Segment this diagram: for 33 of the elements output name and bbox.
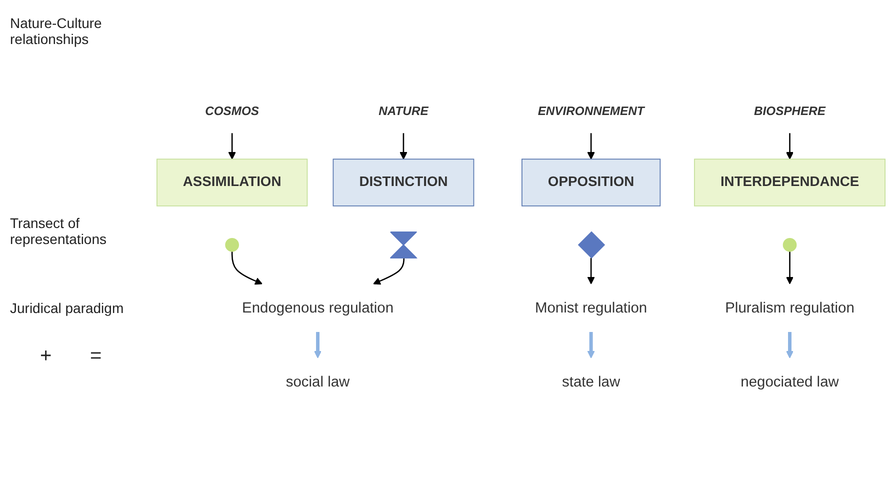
node-circle <box>225 238 239 252</box>
axis-label: Juridical paradigm <box>10 300 125 316</box>
operator-sign: = <box>90 345 103 368</box>
arrow <box>231 251 262 285</box>
arrow <box>373 258 405 285</box>
arrow <box>587 332 595 358</box>
node-text: Endogenous regulation <box>242 299 394 316</box>
node-text: ENVIRONNEMENT <box>538 104 644 118</box>
node-text: Monist regulation <box>534 299 648 316</box>
node-text: BIOSPHERE <box>754 104 826 118</box>
node-box: OPPOSITION <box>522 158 661 206</box>
node-text: NATURE <box>378 104 428 118</box>
arrow <box>786 251 794 284</box>
arrow <box>228 133 236 160</box>
operator-sign: + <box>40 345 53 368</box>
arrow <box>400 133 408 160</box>
arrow <box>587 258 595 284</box>
node-text: Pluralism regulation <box>725 299 854 316</box>
axis-label: Transect of representations <box>10 215 108 247</box>
node-box: ASSIMILATION <box>156 158 308 206</box>
node-box: DISTINCTION <box>332 158 474 206</box>
node-box: INTERDEPENDANCE <box>694 158 886 206</box>
arrow <box>786 133 794 160</box>
node-text: social law <box>286 374 350 390</box>
axis-label: Nature-Culture relationships <box>10 15 103 47</box>
node-text: negociated law <box>740 374 839 390</box>
node-diamond <box>578 231 606 258</box>
node-text: state law <box>562 374 620 390</box>
node-text: COSMOS <box>205 104 260 118</box>
arrow <box>587 133 595 160</box>
node-circle <box>782 238 797 252</box>
arrow <box>314 332 322 358</box>
arrow <box>786 332 794 358</box>
